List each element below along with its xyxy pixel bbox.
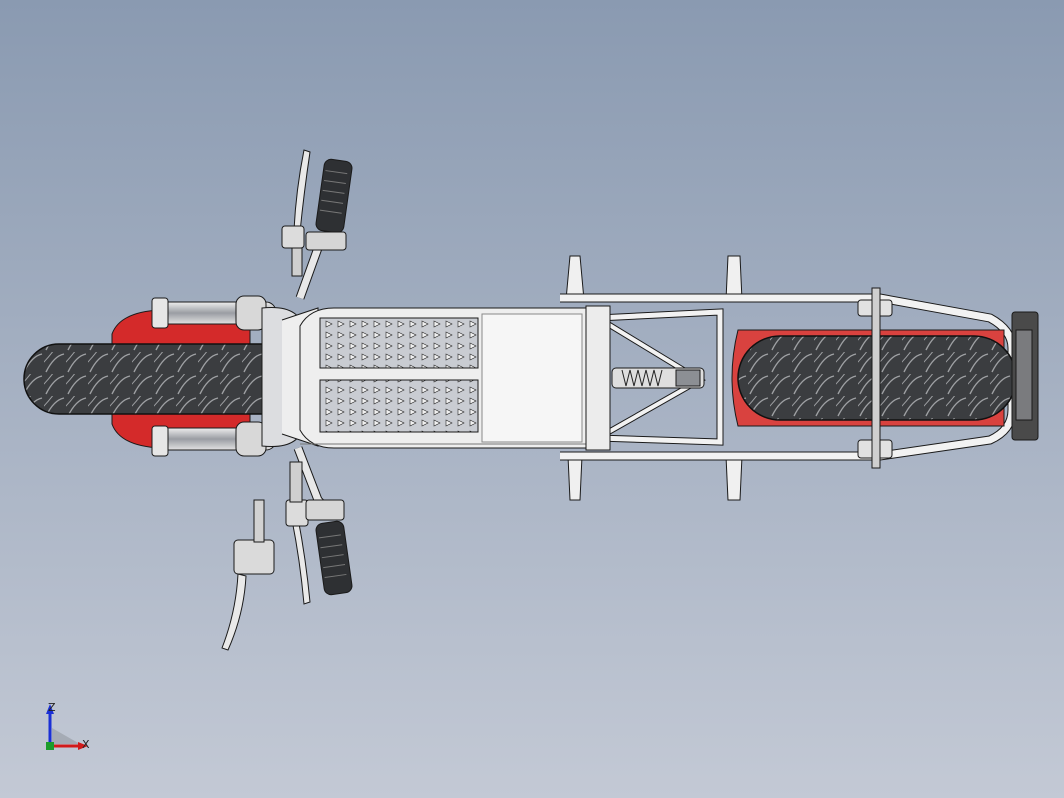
- axis-triad: Z X: [46, 701, 90, 751]
- triad-plane-icon: [52, 728, 80, 744]
- front-tire: [23, 343, 301, 415]
- foot-pegs: [565, 255, 743, 501]
- x-axis-label: X: [82, 738, 90, 751]
- deck-vent-grille-top: [319, 317, 479, 369]
- z-axis-arrow-icon: [46, 704, 54, 714]
- front-fork: [151, 295, 277, 457]
- lower-grip: [315, 520, 353, 596]
- lower-brake-lever: [291, 517, 311, 605]
- upper-handlebar-assembly: [281, 149, 353, 300]
- lower-handlebar-assembly: [221, 446, 353, 651]
- triad-origin: [46, 742, 54, 750]
- z-axis-label: Z: [48, 701, 56, 714]
- rear-hub: [857, 287, 893, 469]
- deck-vent-grille-bottom: [319, 379, 479, 433]
- rear-shock-absorber: [611, 367, 705, 389]
- loose-brake-lever-part: [221, 499, 275, 651]
- x-axis-arrow-icon: [78, 742, 88, 750]
- scooter-model[interactable]: [23, 149, 1039, 651]
